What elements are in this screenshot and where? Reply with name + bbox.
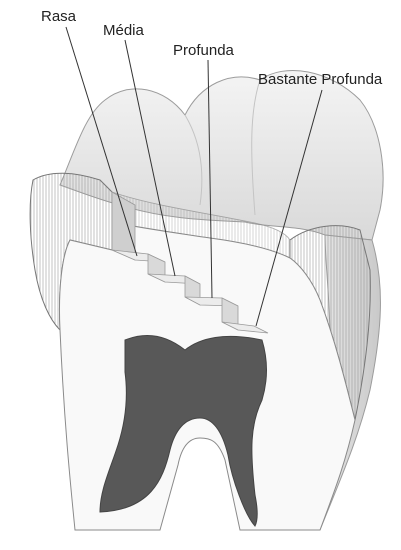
label-bastante-profunda: Bastante Profunda bbox=[258, 71, 383, 88]
label-rasa: Rasa bbox=[41, 8, 77, 25]
label-profunda: Profunda bbox=[173, 42, 235, 59]
label-media: Média bbox=[103, 22, 145, 39]
